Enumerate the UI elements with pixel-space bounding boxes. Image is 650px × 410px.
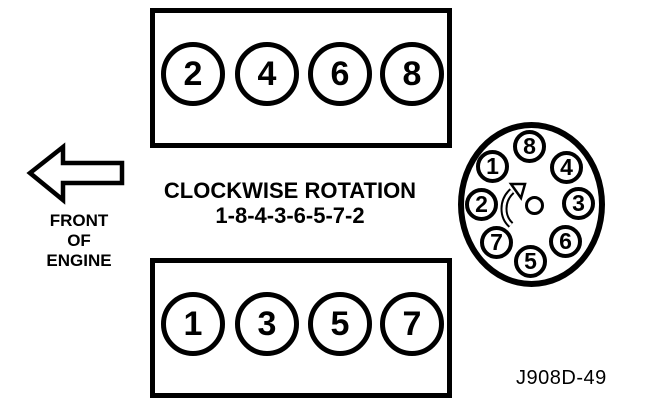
figure-code: J908D-49: [516, 367, 607, 389]
cylinder-number: 8: [402, 55, 422, 93]
front-of-engine-arrow-icon: [26, 142, 125, 205]
distributor-terminal: 1: [476, 150, 509, 183]
distributor-terminal: 5: [514, 245, 547, 278]
cylinder-number: 6: [330, 55, 350, 93]
distributor-terminal: 7: [480, 226, 513, 259]
terminal-number: 4: [560, 154, 573, 180]
terminal-number: 6: [559, 228, 572, 254]
cylinder-circle: 4: [235, 42, 299, 106]
clockwise-rotation-icon: [500, 182, 527, 228]
cylinder-number: 2: [183, 55, 203, 93]
rotation-label: CLOCKWISE ROTATION: [163, 178, 417, 203]
distributor-terminal: 4: [550, 151, 583, 184]
cylinder-circle: 6: [308, 42, 372, 106]
rotation-caption: CLOCKWISE ROTATION 1-8-4-3-6-5-7-2: [145, 178, 435, 228]
front-label-line: OF: [67, 231, 91, 250]
cylinder-circle: 5: [308, 292, 372, 356]
cylinder-number: 5: [330, 305, 350, 343]
cylinder-number: 7: [402, 305, 422, 343]
distributor-terminal: 2: [465, 188, 498, 221]
terminal-number: 1: [486, 153, 499, 179]
cylinder-number: 1: [183, 305, 203, 343]
terminal-number: 8: [523, 133, 536, 159]
distributor-terminal: 3: [562, 187, 595, 220]
terminal-number: 5: [524, 248, 537, 274]
firing-order: 1-8-4-3-6-5-7-2: [215, 203, 365, 228]
terminal-number: 3: [572, 190, 585, 216]
cylinder-number: 4: [257, 55, 277, 93]
rotor-shaft-circle: [525, 196, 544, 215]
front-of-engine-label: FRONT OF ENGINE: [26, 211, 132, 271]
terminal-number: 2: [475, 191, 488, 217]
cylinder-circle: 2: [161, 42, 225, 106]
front-label-line: FRONT: [49, 211, 109, 230]
front-label-line: ENGINE: [46, 251, 112, 270]
cylinder-circle: 1: [161, 292, 225, 356]
cylinder-number: 3: [257, 305, 277, 343]
cylinder-circle: 8: [380, 42, 444, 106]
cylinder-circle: 3: [235, 292, 299, 356]
distributor-terminal: 8: [513, 130, 546, 163]
distributor-terminal: 6: [549, 225, 582, 258]
cylinder-circle: 7: [380, 292, 444, 356]
terminal-number: 7: [490, 229, 503, 255]
